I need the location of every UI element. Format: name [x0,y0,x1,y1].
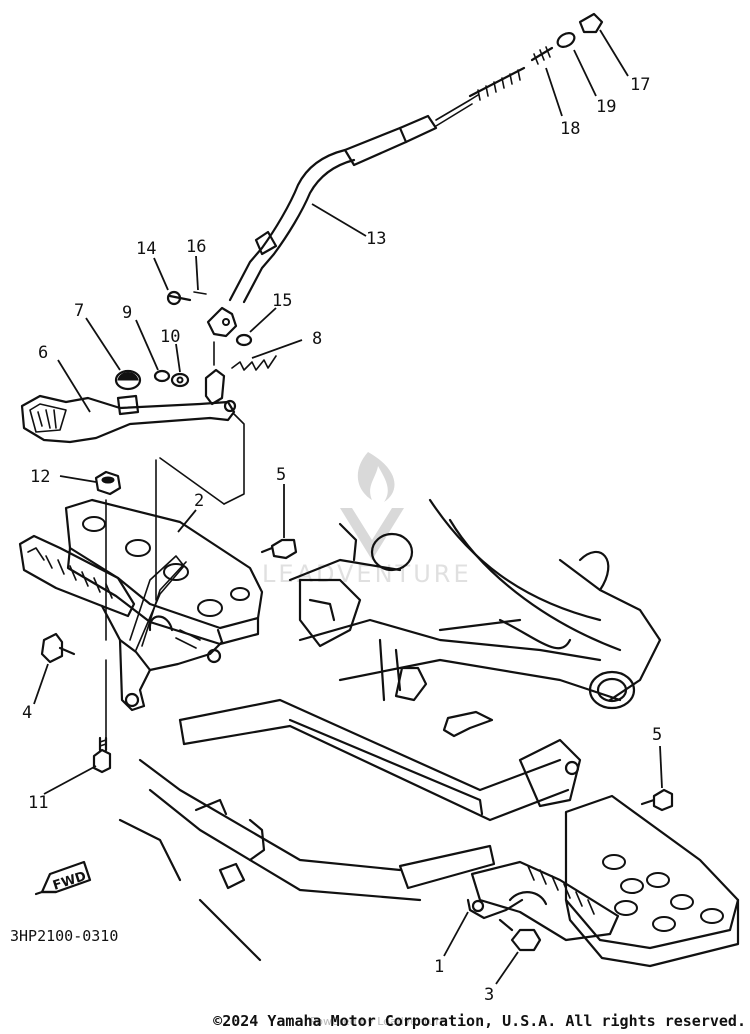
footpeg-spring [129,555,187,651]
callout-12: 12 [30,467,50,487]
return-spring [231,355,277,371]
bolt-11 [92,736,112,774]
forward-arrow-icon: FWD [34,860,92,896]
watermark-logo: LEADVENTURE [262,452,469,588]
right-footpeg [466,860,620,942]
callout-3: 3 [484,985,494,1005]
callout-8: 8 [312,329,322,349]
frame [118,498,662,962]
callout-18: 18 [560,119,580,139]
callout-11: 11 [28,793,48,813]
ghost-credit: Powered by Leadventure [310,1015,447,1028]
callout-2: 2 [194,491,204,511]
callout-4: 4 [22,703,32,723]
left-footpeg [18,534,224,712]
callout-5-lower: 5 [652,725,662,745]
bolt-5-lower [640,788,674,812]
callout-1: 1 [434,957,444,977]
bolt-3 [498,918,542,952]
cable-end-parts [530,12,604,65]
nut [94,470,122,496]
bolt-4 [40,632,76,664]
copyright-notice: ©2024 Yamaha Motor Corporation, U.S.A. A… [213,1012,746,1030]
callout-6: 6 [38,343,48,363]
callout-14: 14 [136,239,156,259]
callout-13: 13 [366,229,386,249]
callout-16: 16 [186,237,206,257]
callout-15: 15 [272,291,292,311]
brake-pedal [20,368,237,444]
bolt-5-upper [260,538,298,560]
callouts: 17 19 18 13 14 16 15 8 7 9 10 6 12 2 5 4… [22,75,662,1005]
callout-17: 17 [630,75,650,95]
part-code: 3HP2100-0310 [10,927,118,945]
clevis-assembly [166,290,253,366]
leader-lines [33,29,663,985]
callout-9: 9 [122,303,132,323]
right-footrest-plate [564,794,740,968]
callout-7: 7 [74,301,84,321]
callout-5-upper: 5 [276,465,286,485]
callout-19: 19 [596,97,616,117]
brake-cable [228,66,526,304]
callout-10: 10 [160,327,180,347]
left-footrest-bracket [64,498,264,646]
